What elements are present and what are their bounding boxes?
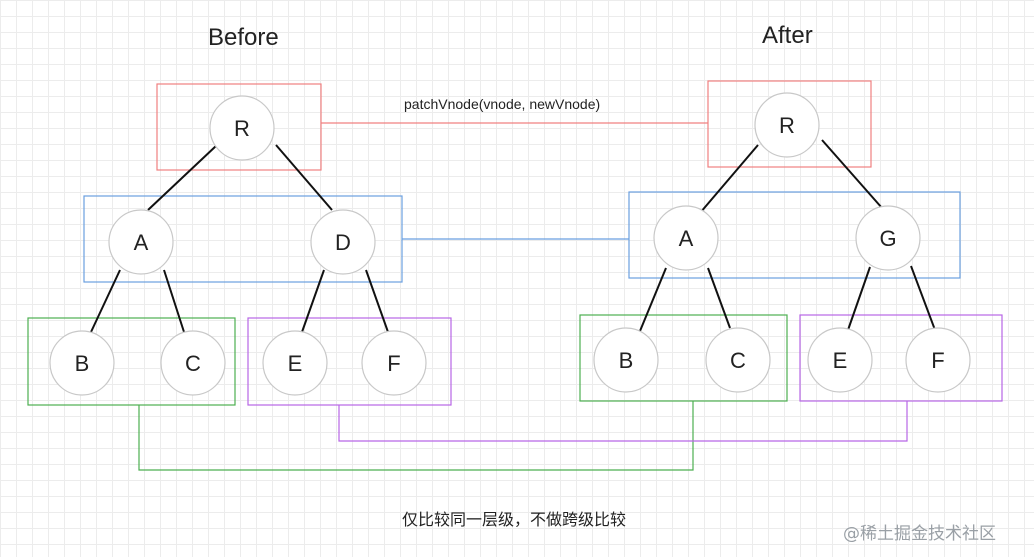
edge-a-b-after (639, 267, 667, 332)
node-after-f: F (905, 327, 971, 393)
same-level-caption: 仅比较同一层级，不做跨级比较 (402, 510, 627, 529)
node-after-root: R (754, 92, 820, 158)
node-before-root: R (209, 95, 275, 161)
bc-connector (138, 401, 694, 471)
node-label: R (234, 116, 250, 141)
node-label: A (134, 230, 149, 255)
edge-a-b-before (90, 269, 121, 333)
node-after-e: E (807, 327, 873, 393)
node-before-c: C (160, 330, 226, 396)
node-label: E (833, 348, 848, 373)
edge-r-a-after (699, 144, 759, 214)
edge-d-e-before (301, 269, 325, 333)
node-label: D (335, 230, 351, 255)
node-before-b: B (49, 330, 115, 396)
node-after-c: C (705, 327, 771, 393)
node-label: F (387, 351, 400, 376)
edge-r-a-before (147, 144, 218, 211)
node-label: F (931, 348, 944, 373)
before-ef-box (247, 317, 452, 406)
edge-r-g-after (821, 139, 883, 209)
after-ef-box (799, 314, 1003, 402)
before-bc-box (27, 317, 236, 406)
node-label: C (185, 351, 201, 376)
before-title: Before (208, 24, 279, 51)
node-before-d: D (310, 209, 376, 275)
node-before-a: A (108, 209, 174, 275)
edge-a-c-before (163, 269, 185, 333)
watermark: @稀土掘金技术社区 (843, 524, 996, 544)
node-label: R (779, 113, 795, 138)
after-bc-box (579, 314, 788, 402)
edge-r-d-before (275, 144, 333, 211)
before-root-box (156, 83, 322, 171)
edge-d-f-before (365, 269, 389, 333)
edge-g-e-after (847, 266, 871, 331)
node-label: B (619, 348, 634, 373)
node-label: C (730, 348, 746, 373)
node-after-b: B (593, 327, 659, 393)
node-after-a: A (653, 205, 719, 271)
node-before-e: E (262, 330, 328, 396)
node-label: G (879, 226, 896, 251)
node-before-f: F (361, 330, 427, 396)
node-label: E (288, 351, 303, 376)
edge-g-f-after (910, 265, 936, 331)
after-title: After (762, 22, 813, 49)
edge-a-c-after (707, 267, 731, 329)
node-after-g: G (855, 205, 921, 271)
ef-connector (338, 401, 908, 442)
node-label: B (75, 351, 90, 376)
node-label: A (679, 226, 694, 251)
patch-vnode-label: patchVnode(vnode, newVnode) (404, 96, 601, 112)
after-root-box (707, 80, 872, 168)
after-level1-box (628, 191, 961, 279)
